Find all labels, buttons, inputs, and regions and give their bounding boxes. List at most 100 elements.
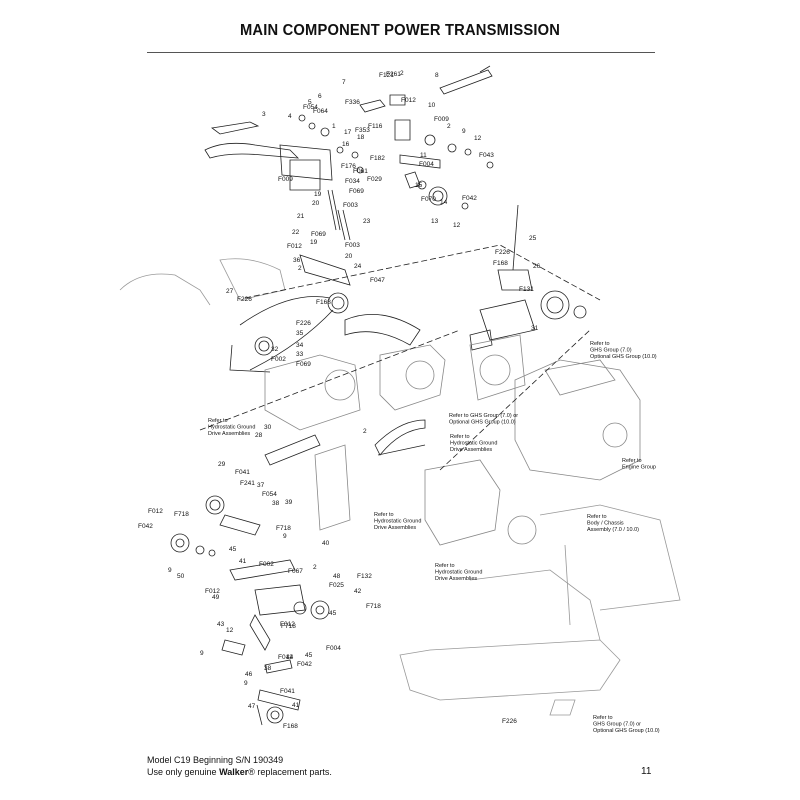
part-callout: F226 bbox=[237, 296, 252, 303]
part-callout: F054 bbox=[303, 104, 318, 111]
part-callout: F064 bbox=[313, 108, 328, 115]
part-callout: 3 bbox=[262, 111, 266, 118]
part-callout: 7 bbox=[342, 79, 346, 86]
part-callout: F004 bbox=[419, 161, 434, 168]
part-callout: F226 bbox=[296, 320, 311, 327]
part-callout: F718 bbox=[366, 603, 381, 610]
part-callout: 4 bbox=[288, 113, 292, 120]
part-callout: F012 bbox=[205, 588, 220, 595]
part-callout: F131 bbox=[519, 286, 534, 293]
part-callout: F718 bbox=[281, 623, 296, 630]
part-callout: F176 bbox=[341, 163, 356, 170]
part-callout: F002 bbox=[259, 561, 274, 568]
part-callout: 27 bbox=[226, 288, 234, 295]
part-callout: F061 bbox=[353, 168, 368, 175]
part-callout: 31 bbox=[531, 325, 539, 332]
part-callout: 26 bbox=[533, 263, 541, 270]
part-callout: 22 bbox=[292, 229, 300, 236]
part-callout: F226 bbox=[495, 249, 510, 256]
part-callout: F012 bbox=[401, 97, 416, 104]
part-callout: 44 bbox=[286, 654, 294, 661]
part-callout: F003 bbox=[345, 242, 360, 249]
part-callout: 2 bbox=[400, 70, 404, 77]
part-callout: F047 bbox=[370, 277, 385, 284]
part-callout: 2 bbox=[298, 265, 302, 272]
part-callout: F029 bbox=[367, 176, 382, 183]
part-callout: F168 bbox=[283, 723, 298, 730]
page-title: MAIN COMPONENT POWER TRANSMISSION bbox=[239, 22, 561, 39]
part-callout: F042 bbox=[297, 661, 312, 668]
part-callout: 33 bbox=[296, 351, 304, 358]
part-callout: 40 bbox=[322, 540, 330, 547]
brand-name: Walker bbox=[219, 767, 249, 777]
part-callout: 9 bbox=[244, 680, 248, 687]
part-callout: 38 bbox=[272, 500, 280, 507]
part-callout: F054 bbox=[262, 491, 277, 498]
part-callout: F043 bbox=[479, 152, 494, 159]
part-callout: F067 bbox=[288, 568, 303, 575]
part-callout: F116 bbox=[368, 123, 383, 130]
part-callout: 34 bbox=[296, 342, 304, 349]
part-callout: 12 bbox=[474, 135, 482, 142]
part-callout: F718 bbox=[276, 525, 291, 532]
part-callout: F004 bbox=[326, 645, 341, 652]
part-callout: F012 bbox=[287, 243, 302, 250]
part-callout: 45 bbox=[229, 546, 237, 553]
part-callout: 8 bbox=[435, 72, 439, 79]
part-callout: F009 bbox=[434, 116, 449, 123]
part-callout: 43 bbox=[217, 621, 225, 628]
part-callout: 48 bbox=[333, 573, 341, 580]
part-callout: 15 bbox=[415, 182, 423, 189]
part-callout: F718 bbox=[174, 511, 189, 518]
part-callout: 45 bbox=[329, 610, 337, 617]
part-callout: 20 bbox=[312, 200, 320, 207]
part-callout: F168 bbox=[493, 260, 508, 267]
part-callout: F069 bbox=[296, 361, 311, 368]
part-callout: F241 bbox=[240, 480, 255, 487]
part-callout: F012 bbox=[148, 508, 163, 515]
part-callout: 38 bbox=[264, 665, 272, 672]
part-callout: 1 bbox=[332, 123, 336, 130]
part-callout: F168 bbox=[316, 299, 331, 306]
part-callout: 21 bbox=[297, 213, 305, 220]
part-callout: 42 bbox=[354, 588, 362, 595]
part-callout: 24 bbox=[354, 263, 362, 270]
part-callout: 28 bbox=[255, 432, 263, 439]
part-callout: 13 bbox=[431, 218, 439, 225]
page-number: 11 bbox=[641, 766, 652, 777]
part-callout: F003 bbox=[343, 202, 358, 209]
part-callout: 2 bbox=[363, 428, 367, 435]
part-callout: F012 bbox=[278, 654, 293, 661]
part-callout: 46 bbox=[245, 671, 253, 678]
part-callout: F069 bbox=[311, 231, 326, 238]
part-callout: 9 bbox=[168, 567, 172, 574]
part-callout: 5 bbox=[308, 99, 312, 106]
part-callout: F012 bbox=[280, 621, 295, 628]
part-callout: 47 bbox=[248, 703, 256, 710]
part-callout: 41 bbox=[239, 558, 247, 565]
part-callout: 37 bbox=[257, 482, 265, 489]
part-callout: 29 bbox=[218, 461, 226, 468]
part-callout: F226 bbox=[502, 718, 517, 725]
part-callout: 6 bbox=[318, 93, 322, 100]
part-callout: F132 bbox=[357, 573, 372, 580]
part-callout: 23 bbox=[363, 218, 371, 225]
part-callout: 36 bbox=[293, 257, 301, 264]
part-callout: F025 bbox=[329, 582, 344, 589]
part-callout: 50 bbox=[177, 573, 185, 580]
title-rule bbox=[147, 52, 655, 53]
part-callout: 11 bbox=[420, 152, 427, 159]
part-callout: 39 bbox=[285, 499, 293, 506]
part-callout: 19 bbox=[310, 239, 318, 246]
part-callout: 19 bbox=[314, 191, 322, 198]
part-callout: 41 bbox=[292, 702, 300, 709]
part-callout: F042 bbox=[138, 523, 153, 530]
part-callout: 12 bbox=[226, 627, 234, 634]
